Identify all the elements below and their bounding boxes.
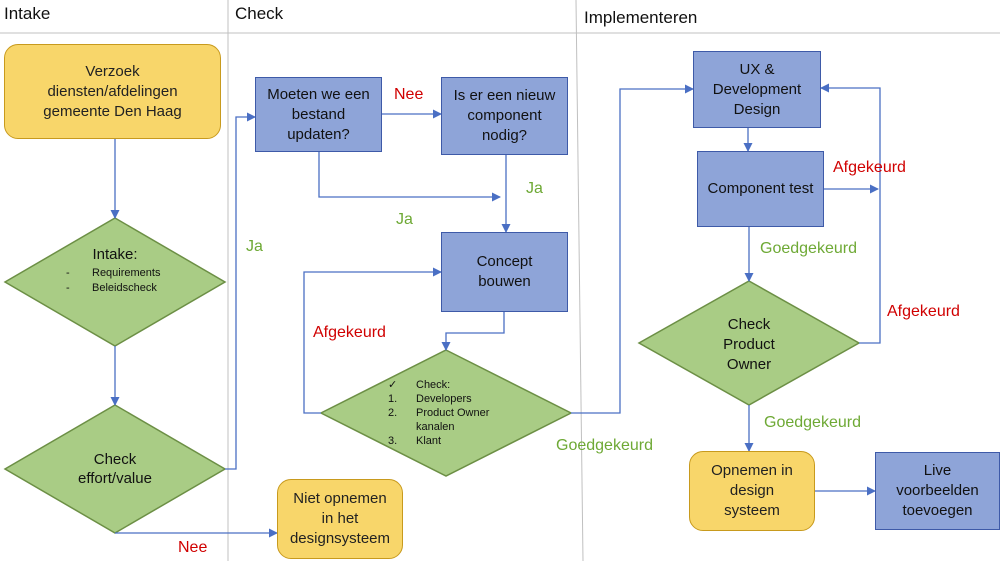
check-mark-icon: ✓ — [388, 379, 398, 391]
lane-divider-check-implement — [575, 0, 584, 561]
edge-label-nee-effort: Nee — [178, 539, 208, 556]
intake-items: Requirements Beleidscheck — [66, 266, 190, 296]
edge-label-goedgekeurd-test: Goedgekeurd — [760, 240, 857, 257]
concept-label: Concept bouwen — [476, 253, 533, 290]
check-list: ✓ Check: 1. Developers 2. Product Owner kan… — [388, 378, 518, 448]
intake-diamond-label: Intake: Requirements Beleidscheck — [40, 246, 190, 296]
live-examples-node: Live voorbeelden toevoegen — [875, 452, 1000, 530]
check-item-number: 2. — [388, 407, 398, 419]
check-po-label: Check Product Owner — [723, 316, 775, 373]
check-effort-label: Check effort/value — [78, 451, 152, 487]
new-component-label: Is er een nieuw component nodig? — [453, 87, 556, 144]
intake-item: Requirements — [66, 266, 190, 281]
lane-title-check: Check — [235, 4, 284, 23]
edge-concept-to-check — [441, 312, 505, 351]
concept-node: Concept bouwen — [441, 232, 568, 312]
ux-design-label: UX & Development Design — [712, 60, 802, 118]
request-label: Verzoek diensten/afdelingen gemeente Den… — [43, 62, 182, 120]
check-item-number: 3. — [388, 435, 398, 447]
check-item-number: 1. — [388, 393, 398, 405]
lane-title-intake: Intake — [4, 4, 51, 23]
lane-title-implement: Implementeren — [584, 8, 698, 27]
request-node: Verzoek diensten/afdelingen gemeente Den… — [4, 44, 221, 139]
edge-effort-ja — [225, 112, 256, 470]
edge-label-nee-update: Nee — [394, 86, 424, 103]
not-include-node: Niet opnemen in het designsysteem — [277, 479, 403, 559]
check-item: Developers — [416, 393, 472, 405]
include-node: Opnemen in design systeem — [689, 451, 815, 531]
not-include-label: Niet opnemen in het designsysteem — [289, 490, 391, 547]
component-test-label: Component test — [707, 180, 814, 197]
edge-label-ja-effort: Ja — [246, 238, 263, 255]
component-test-node: Component test — [697, 151, 824, 227]
check-item: Klant — [416, 435, 442, 447]
include-label: Opnemen in design systeem — [711, 462, 793, 519]
update-question-label: Moeten we een bestand updaten? — [267, 85, 370, 143]
edge-update-ja — [318, 152, 501, 202]
intake-item: Beleidscheck — [66, 281, 190, 296]
check-concept-diamond — [319, 349, 573, 477]
edge-label-afgekeurd-test: Afgekeurd — [833, 159, 906, 176]
edge-check-afgekeurd — [303, 267, 442, 414]
ux-design-node: UX & Development Design — [693, 51, 821, 128]
edge-label-ja-new-component: Ja — [526, 180, 543, 197]
edge-po-afgekeurd — [820, 83, 881, 344]
check-item: Product Owner kanalen — [416, 407, 490, 433]
edge-label-goedgekeurd-check: Goedgekeurd — [556, 437, 653, 454]
update-question-node: Moeten we een bestand updaten? — [255, 77, 382, 152]
edge-check-goedgekeurd — [571, 84, 694, 414]
edge-label-goedgekeurd-po: Goedgekeurd — [764, 414, 861, 431]
new-component-node: Is er een nieuw component nodig? — [441, 77, 568, 155]
edge-label-afgekeurd-concept: Afgekeurd — [313, 324, 386, 341]
intake-title: Intake: — [92, 246, 138, 263]
check-title: Check: — [416, 379, 451, 391]
edge-label-ja-update: Ja — [396, 211, 413, 228]
live-examples-label: Live voorbeelden toevoegen — [896, 462, 979, 519]
check-concept-label: ✓ Check: 1. Developers 2. Product Owner kan… — [388, 378, 518, 448]
edge-label-afgekeurd-po: Afgekeurd — [887, 303, 960, 320]
